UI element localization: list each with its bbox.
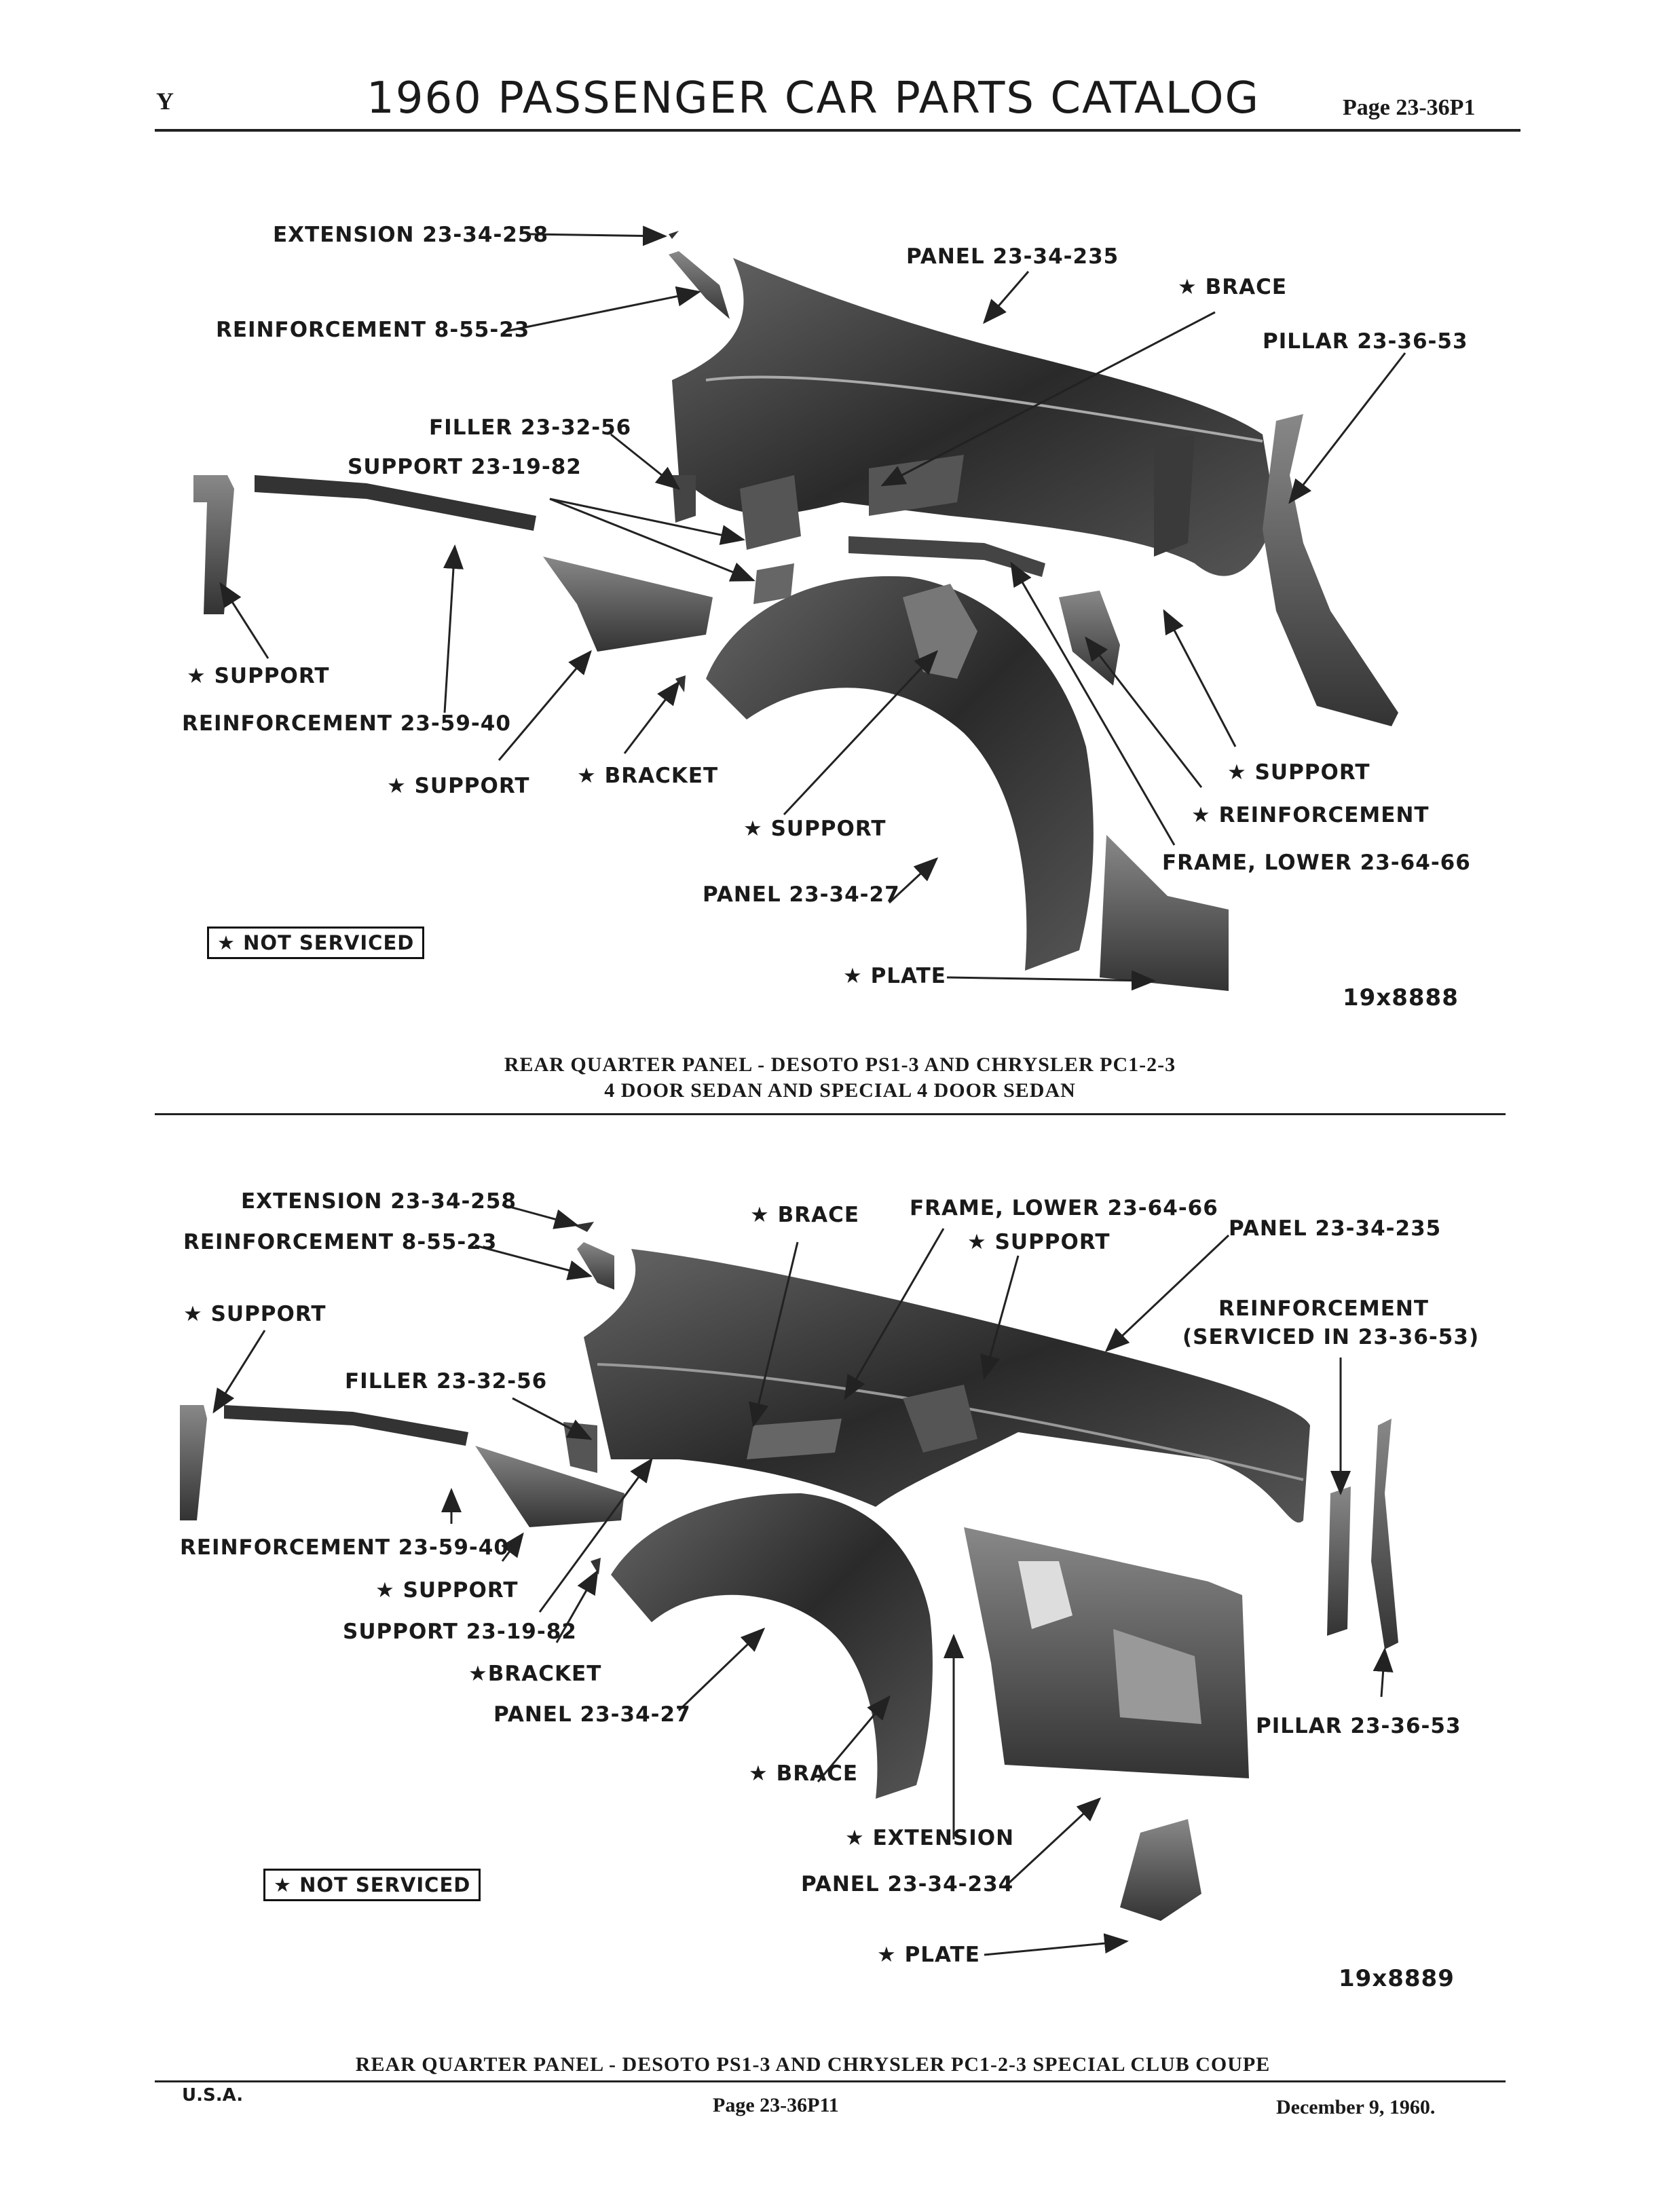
header-page-number: Page 23-36P1 xyxy=(1343,95,1476,120)
footer-page-number: Page 23-36P11 xyxy=(713,2094,839,2116)
f1-label-panel-23-34-235: PANEL 23-34-235 xyxy=(906,244,1119,269)
f1-label-support-left: ★ SUPPORT xyxy=(187,664,330,688)
f1-label-reinforcement-star: ★ REINFORCEMENT xyxy=(1191,803,1430,827)
catalog-title: 1960 PASSENGER CAR PARTS CATALOG xyxy=(367,73,1261,124)
footer-country: U.S.A. xyxy=(182,2085,244,2106)
f1-label-bracket: ★ BRACKET xyxy=(577,764,719,788)
f1-label-reinforcement-8-55-23: REINFORCEMENT 8-55-23 xyxy=(216,318,530,342)
header-rule xyxy=(155,129,1520,132)
f2-label-reinforcement-8-55-23: REINFORCEMENT 8-55-23 xyxy=(183,1230,498,1254)
f1-label-support-bottom: ★ SUPPORT xyxy=(387,774,530,798)
f1-label-pillar: PILLAR 23-36-53 xyxy=(1263,329,1468,354)
f2-figure-number: 19x8889 xyxy=(1339,1965,1455,1992)
f1-not-serviced-legend: ★ NOT SERVICED xyxy=(207,927,425,959)
f1-label-reinforcement-23-59-40: REINFORCEMENT 23-59-40 xyxy=(182,711,511,736)
f2-label-support-mid: ★ SUPPORT xyxy=(375,1578,519,1603)
figure1-illustration xyxy=(193,225,1406,991)
f1-label-frame-lower: FRAME, LOWER 23-64-66 xyxy=(1162,850,1471,875)
f1-label-plate: ★ PLATE xyxy=(843,964,946,988)
f2-label-extension: EXTENSION 23-34-258 xyxy=(241,1189,517,1214)
f1-label-support-23-19-82: SUPPORT 23-19-82 xyxy=(348,455,582,479)
footer-date: December 9, 1960. xyxy=(1276,2096,1436,2118)
f1-label-brace: ★ BRACE xyxy=(1178,275,1288,299)
f1-figure-number: 19x8888 xyxy=(1343,984,1459,1011)
f2-label-pillar: PILLAR 23-36-53 xyxy=(1256,1714,1461,1738)
f1-label-extension: EXTENSION 23-34-258 xyxy=(273,223,549,247)
f2-label-extension-star: ★ EXTENSION xyxy=(845,1826,1015,1850)
header-corner-mark: Y xyxy=(156,88,174,115)
f2-label-reinforcement-serviced: REINFORCEMENT xyxy=(1218,1296,1429,1321)
f1-label-support-right: ★ SUPPORT xyxy=(1227,760,1370,785)
f2-label-brace-top: ★ BRACE xyxy=(750,1203,860,1227)
f1-label-filler: FILLER 23-32-56 xyxy=(429,415,632,440)
f2-label-panel-23-34-27: PANEL 23-34-27 xyxy=(493,1702,691,1727)
footer-rule xyxy=(155,2080,1506,2082)
f1-caption-line1: REAR QUARTER PANEL - DESOTO PS1-3 AND CH… xyxy=(504,1053,1176,1076)
f2-label-frame-lower: FRAME, LOWER 23-64-66 xyxy=(910,1196,1218,1220)
figure-separator-rule xyxy=(155,1113,1506,1115)
f2-label-reinforcement-serviced-note: (SERVICED IN 23-36-53) xyxy=(1182,1325,1480,1349)
f2-label-panel-23-34-235: PANEL 23-34-235 xyxy=(1229,1216,1442,1241)
f2-label-plate: ★ PLATE xyxy=(877,1943,980,1967)
f2-label-support-left: ★ SUPPORT xyxy=(183,1302,326,1326)
f2-label-support-23-19-82: SUPPORT 23-19-82 xyxy=(343,1620,577,1644)
f2-label-support-top: ★ SUPPORT xyxy=(967,1230,1110,1254)
f2-label-panel-23-34-234: PANEL 23-34-234 xyxy=(801,1872,1014,1896)
f1-label-panel-23-34-27: PANEL 23-34-27 xyxy=(703,882,900,907)
f1-label-support-mid: ★ SUPPORT xyxy=(743,817,886,841)
f2-caption: REAR QUARTER PANEL - DESOTO PS1-3 AND CH… xyxy=(355,2053,1271,2076)
f2-label-brace-bottom: ★ BRACE xyxy=(749,1761,859,1786)
figure2-illustration xyxy=(180,1203,1398,1956)
f2-not-serviced-legend: ★ NOT SERVICED xyxy=(263,1869,481,1901)
f1-caption-line2: 4 DOOR SEDAN AND SPECIAL 4 DOOR SEDAN xyxy=(604,1079,1076,1102)
f2-label-reinforcement-23-59-40: REINFORCEMENT 23-59-40 xyxy=(180,1535,509,1560)
f2-label-filler: FILLER 23-32-56 xyxy=(345,1369,548,1393)
f2-label-bracket: ★BRACKET xyxy=(468,1662,602,1686)
